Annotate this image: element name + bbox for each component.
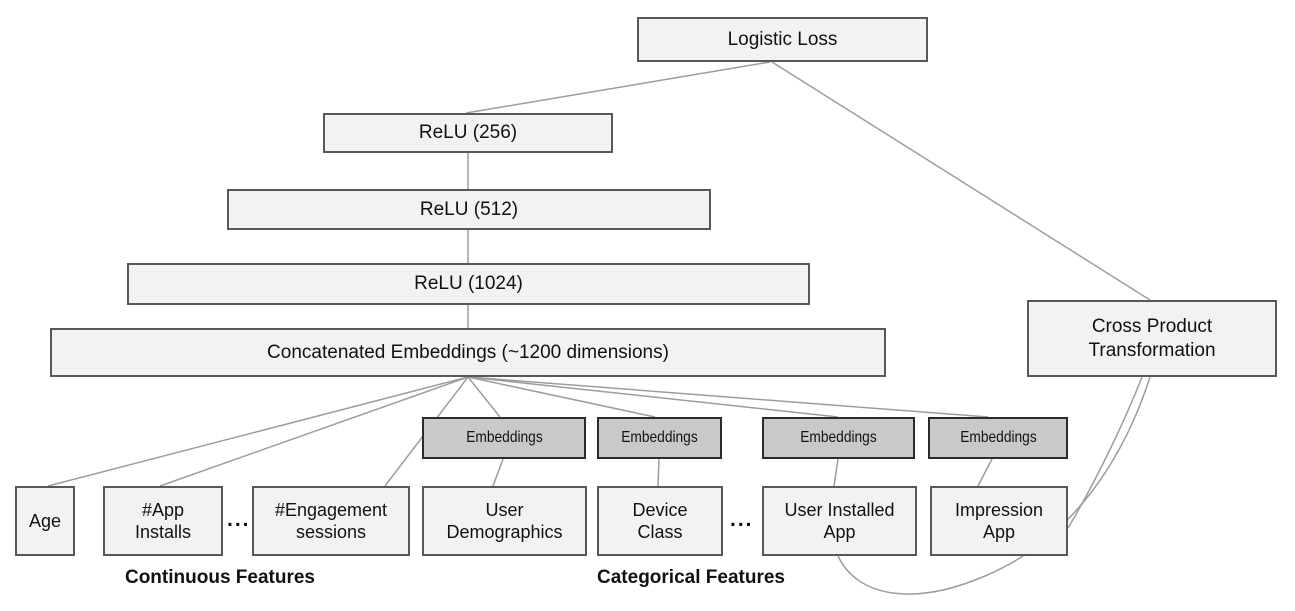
node-embedding-3: Embeddings (762, 417, 915, 459)
node-embedding-1: Embeddings (422, 417, 586, 459)
label-continuous-features: Continuous Features (124, 567, 315, 588)
curve-user-installed-app-to-crossproduct (837, 376, 1151, 595)
node-feature-age: Age (15, 486, 75, 556)
edge-concat-to-age (47, 376, 469, 487)
node-cross-product-transformation: Cross Product Transformation (1027, 300, 1277, 377)
edge-concat-to-app-installs (159, 376, 469, 487)
embedding-2-label: Embeddings (621, 429, 698, 446)
edge-embedding2-to-device-class (657, 458, 660, 487)
edge-embedding3-to-user-installed-app (833, 458, 839, 487)
ellipsis-categorical: ... (730, 508, 754, 531)
edge-logistic-to-crossproduct (771, 61, 1151, 301)
edge-concat-to-embedding3 (467, 376, 839, 418)
node-logistic-loss: Logistic Loss (637, 17, 928, 62)
edge-logistic-to-relu256 (465, 61, 771, 114)
embedding-3-label: Embeddings (800, 429, 877, 446)
edge-embedding1-to-user-demographics (492, 458, 504, 487)
edge-concat-to-embedding4 (467, 376, 989, 418)
edge-embedding4-to-impression-app (977, 458, 993, 487)
node-embedding-4: Embeddings (928, 417, 1068, 459)
curve-impression-app-to-crossproduct (1067, 376, 1143, 529)
edge-concat-to-embedding1 (467, 376, 501, 418)
node-feature-device-class: Device Class (597, 486, 723, 556)
embedding-1-label: Embeddings (465, 429, 543, 446)
node-feature-user-installed-app: User Installed App (762, 486, 917, 556)
node-feature-app-installs: #App Installs (103, 486, 223, 556)
label-categorical-features: Categorical Features (597, 567, 785, 588)
node-feature-engagement-sessions: #Engagement sessions (252, 486, 410, 556)
node-relu-1024: ReLU (1024) (127, 263, 810, 305)
node-relu-256: ReLU (256) (323, 113, 613, 153)
node-feature-user-demographics: User Demographics (422, 486, 587, 556)
edge-concat-to-embedding2 (467, 376, 656, 418)
embedding-4-label: Embeddings (959, 429, 1037, 446)
node-concatenated-embeddings: Concatenated Embeddings (~1200 dimension… (50, 328, 886, 377)
node-feature-impression-app: Impression App (930, 486, 1068, 556)
node-relu-512: ReLU (512) (227, 189, 711, 230)
ellipsis-continuous: ... (227, 508, 251, 531)
node-embedding-2: Embeddings (597, 417, 722, 459)
